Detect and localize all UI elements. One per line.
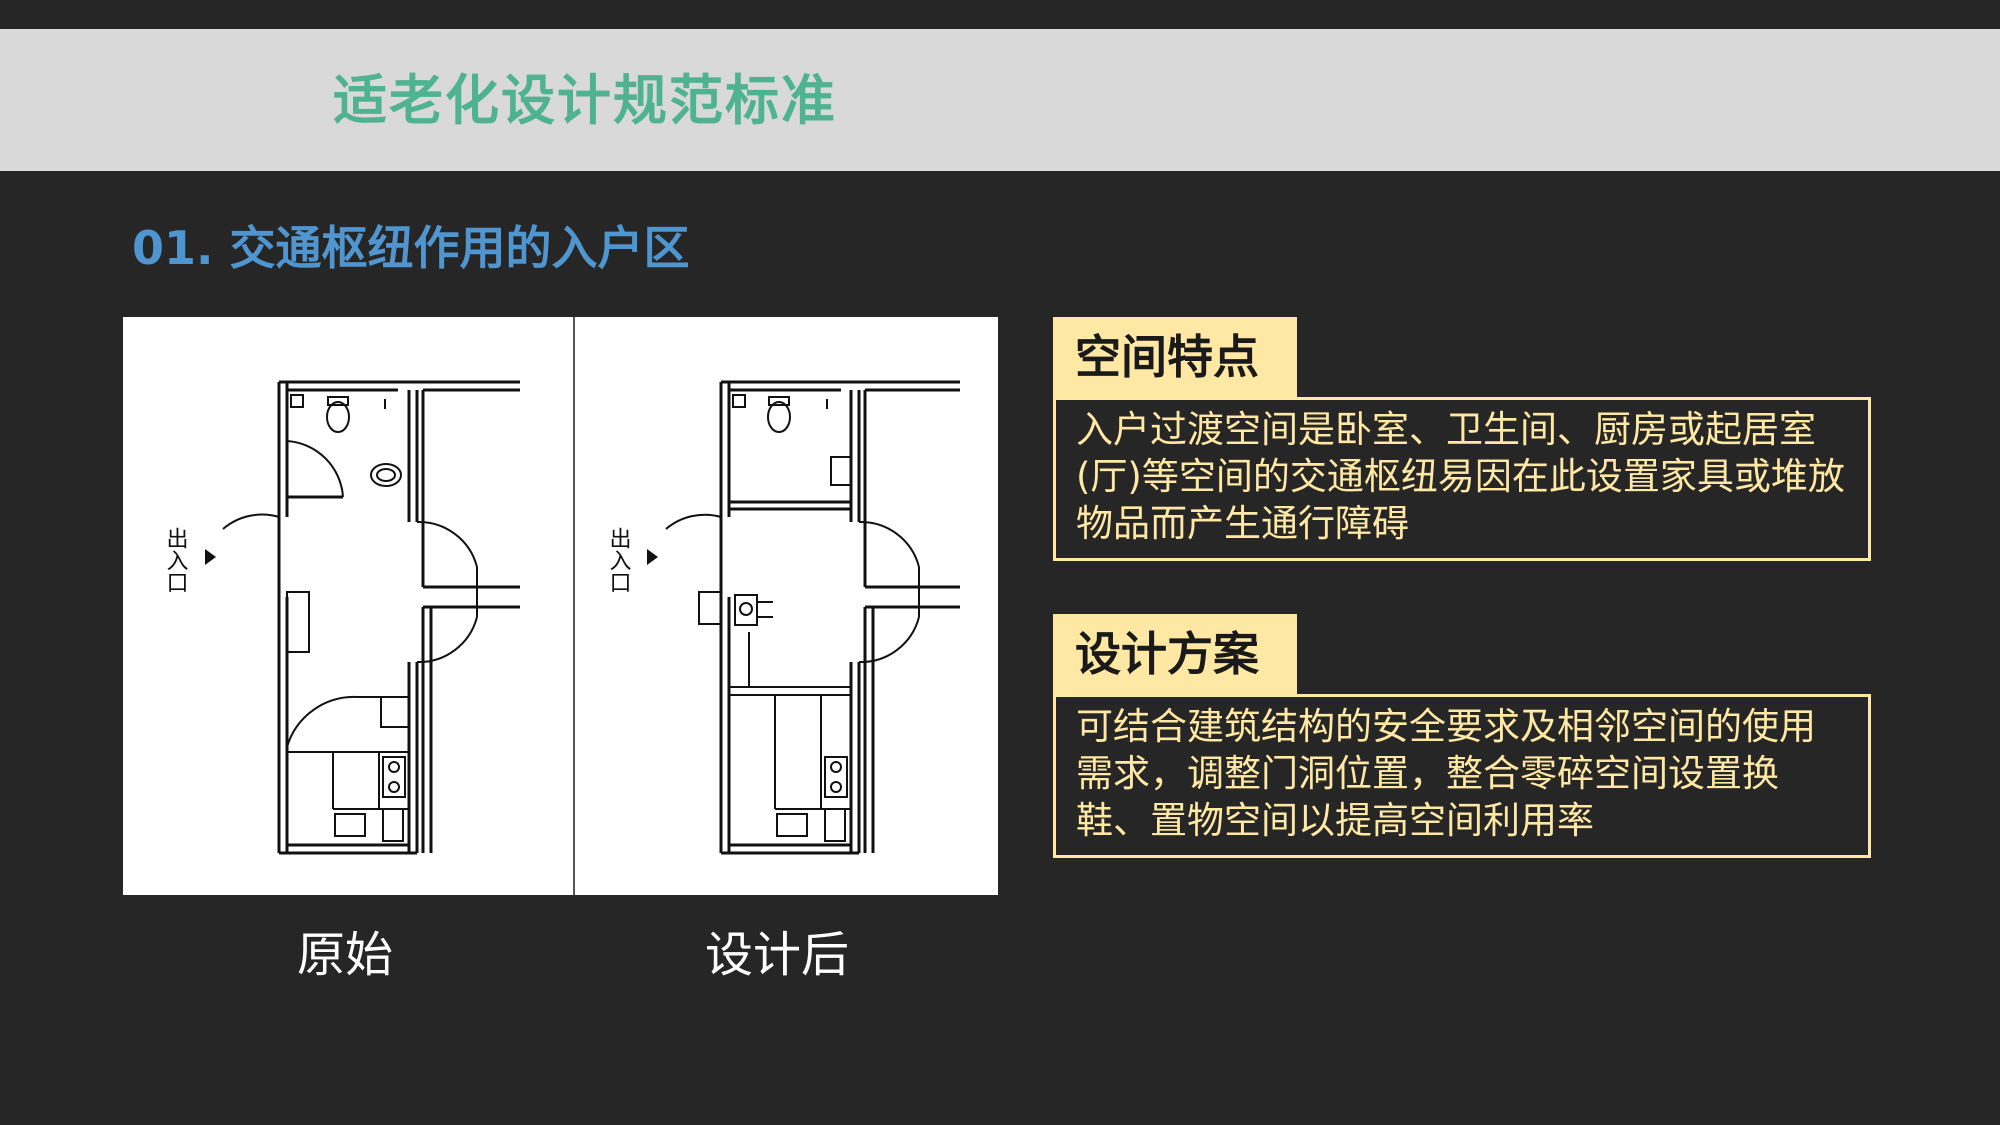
floor-plan-comparison: 出入口 — [123, 317, 998, 895]
features-text: 入户过渡空间是卧室、卫生间、厨房或起居室(厅)等空间的交通枢纽易因在此设置家具或… — [1053, 397, 1871, 561]
caption-original: 原始 — [297, 927, 394, 983]
caption-redesigned: 设计后 — [705, 927, 850, 983]
entrance-label-right: 出入口 — [606, 527, 632, 593]
original-plan — [205, 380, 520, 855]
floor-plan-drawings: 出入口 — [163, 317, 960, 895]
section-title: 01. 交通枢纽作用的入户区 — [132, 221, 690, 275]
solution-label: 设计方案 — [1053, 614, 1297, 694]
solution-text: 可结合建筑结构的安全要求及相邻空间的使用需求，调整门洞位置，整合零碎空间设置换鞋… — [1053, 694, 1871, 858]
entrance-label-left: 出入口 — [163, 527, 189, 593]
page-title: 适老化设计规范标准 — [333, 69, 837, 132]
redesigned-plan — [647, 380, 960, 855]
features-label: 空间特点 — [1053, 317, 1297, 397]
title-band — [0, 29, 2000, 171]
